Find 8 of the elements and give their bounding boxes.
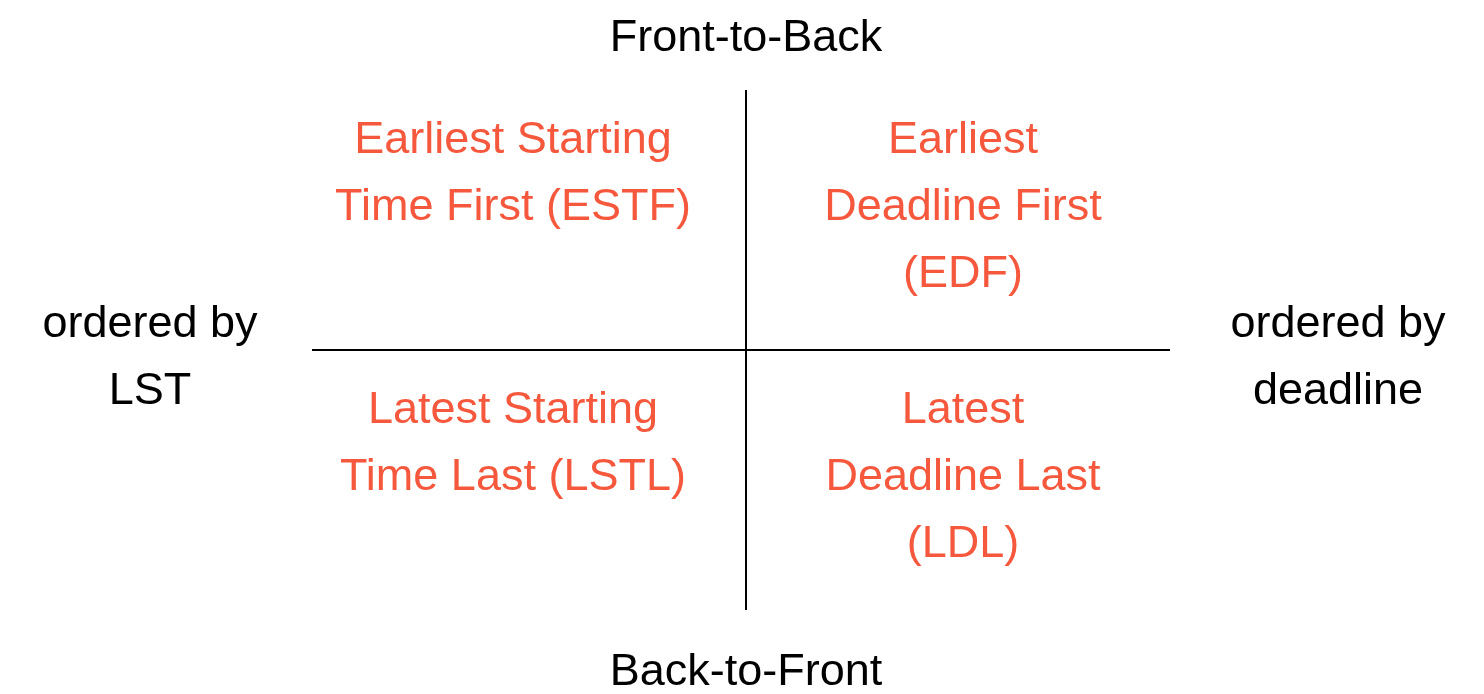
quadrant-label: Earliest Deadline First (EDF) [823,111,1103,299]
quadrant-label: Earliest Starting Time First (ESTF) [334,111,692,232]
quadrant-label: Latest Deadline Last (LDL) [824,381,1102,569]
quadrant-label: Latest Starting Time Last (LSTL) [339,381,687,502]
axis-label: ordered by LST [41,295,259,416]
axis-label: ordered by deadline [1229,295,1447,416]
axis-label: Back-to-Front [608,643,884,694]
axis-label: Front-to-Back [608,9,884,63]
